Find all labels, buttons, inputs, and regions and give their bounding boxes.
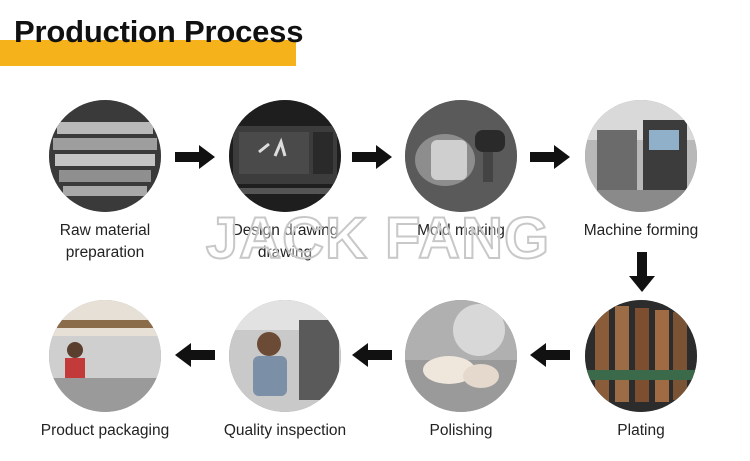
step-machine-forming: Machine forming bbox=[566, 100, 716, 242]
step-label: Mold making bbox=[417, 222, 505, 239]
step-mold-making: Mold making bbox=[386, 100, 536, 242]
plating-photo bbox=[585, 300, 697, 412]
arrow-icon bbox=[530, 145, 570, 169]
title-accent-bar bbox=[0, 40, 296, 66]
step-label: Product packaging bbox=[40, 422, 170, 439]
step-label: Quality inspection bbox=[223, 422, 347, 439]
design-drawing-photo bbox=[229, 100, 341, 212]
quality-inspection-photo bbox=[229, 300, 341, 412]
arrow-icon bbox=[352, 343, 392, 367]
arrow-icon bbox=[352, 145, 392, 169]
page-title: Production Process bbox=[14, 14, 304, 49]
raw-material-photo bbox=[49, 100, 161, 212]
step-product-packaging: Product packaging bbox=[30, 300, 180, 442]
step-label: Machine forming bbox=[583, 222, 699, 239]
title-banner: Production Process bbox=[0, 14, 303, 66]
arrow-icon bbox=[530, 343, 570, 367]
step-quality-inspection: Quality inspection bbox=[210, 300, 360, 442]
machine-forming-photo bbox=[585, 100, 697, 212]
arrow-icon bbox=[629, 252, 655, 292]
product-packaging-photo bbox=[49, 300, 161, 412]
arrow-icon bbox=[175, 145, 215, 169]
step-polishing: Polishing bbox=[386, 300, 536, 442]
mold-making-photo bbox=[405, 100, 517, 212]
step-label: Plating bbox=[617, 422, 665, 439]
polishing-photo bbox=[405, 300, 517, 412]
arrow-icon bbox=[175, 343, 215, 367]
step-plating: Plating bbox=[566, 300, 716, 442]
step-label: Polishing bbox=[429, 422, 493, 439]
